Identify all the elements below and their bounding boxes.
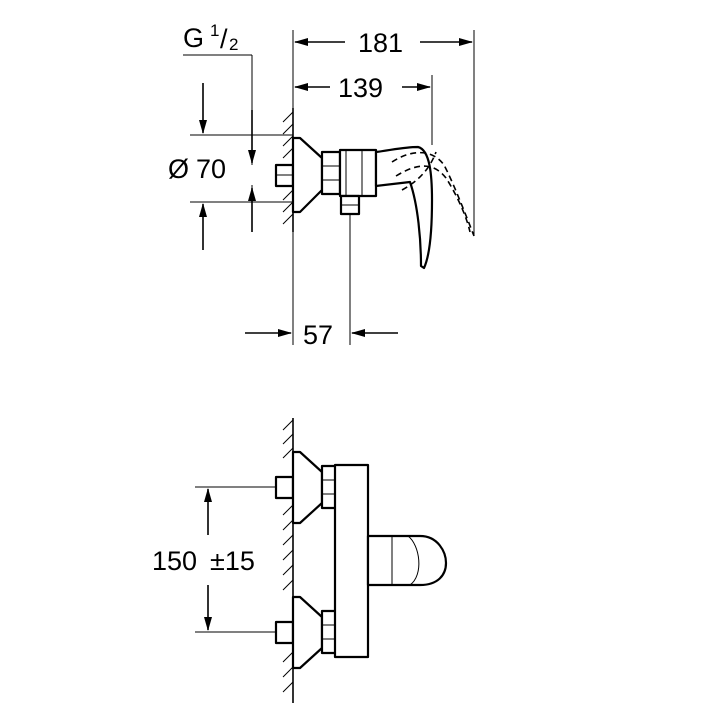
lever-handle <box>374 145 434 270</box>
thread-label: G <box>183 23 204 53</box>
cartridge-handle <box>366 534 448 587</box>
lever-length-value: 139 <box>338 73 383 103</box>
thread-numerator: 1 <box>210 21 219 40</box>
thread-slash: / <box>220 24 228 54</box>
outlet-offset-dimension <box>245 214 398 345</box>
wall-hatching-top <box>282 111 294 225</box>
diameter-dimension <box>190 83 293 250</box>
bottom-view: 150 ±15 <box>152 418 448 703</box>
top-view: G 1 / 2 Ø 70 181 139 <box>168 21 475 350</box>
mixer-body <box>338 148 378 198</box>
center-distance-dimension <box>195 486 276 633</box>
diameter-symbol: Ø <box>168 154 189 184</box>
outlet-offset-value: 57 <box>303 320 333 350</box>
lever-length-dimension <box>294 75 433 145</box>
upper-connection <box>274 450 342 525</box>
overall-length-value: 181 <box>358 28 403 58</box>
center-distance-tolerance: ±15 <box>210 546 255 576</box>
mixer-body-front <box>333 463 370 659</box>
wall-hatching-bottom <box>282 419 294 693</box>
diameter-value: 70 <box>196 154 226 184</box>
thread-dimension <box>183 54 256 232</box>
union-nut <box>320 150 342 196</box>
lower-connection <box>274 595 342 670</box>
rosette-flange <box>291 136 324 214</box>
overall-length-dimension <box>292 30 475 236</box>
center-distance-value: 150 <box>152 546 197 576</box>
thread-denominator: 2 <box>229 35 238 54</box>
